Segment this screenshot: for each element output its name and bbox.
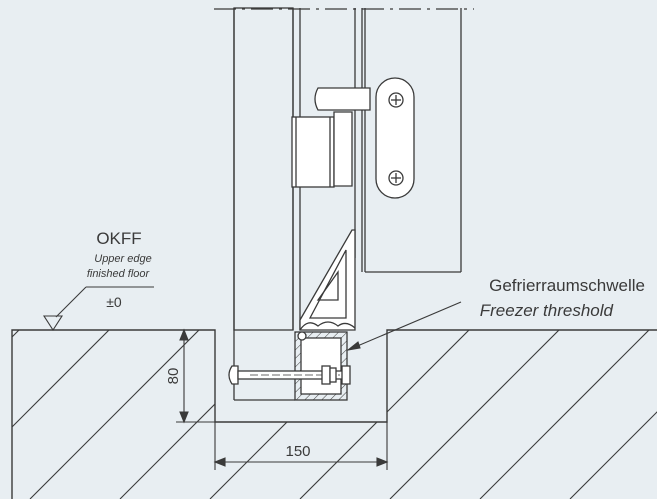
- threshold-name-de: Gefrierraumschwelle: [489, 276, 645, 295]
- threshold-leader: [346, 301, 462, 351]
- door-leaf: [233, 7, 301, 401]
- dimension-width-label: 150: [285, 443, 310, 460]
- threshold-profile: [294, 331, 348, 401]
- dimension-150: [213, 422, 389, 470]
- threshold-name-en: Freezer threshold: [480, 301, 614, 320]
- frame-panel: [214, 8, 474, 273]
- hinge: [291, 77, 415, 199]
- anchor-bolt: [228, 365, 351, 385]
- door-bottom-profile: [299, 229, 356, 331]
- okff-subtitle-line1: Upper edge: [94, 253, 152, 265]
- okff-subtitle-line2: finished floor: [87, 268, 151, 280]
- dimension-80: [176, 328, 215, 424]
- dimension-depth-label: 80: [165, 368, 182, 385]
- okff-level: ±0: [106, 294, 122, 310]
- okff-title: OKFF: [96, 229, 141, 248]
- okff-marker: [42, 286, 154, 332]
